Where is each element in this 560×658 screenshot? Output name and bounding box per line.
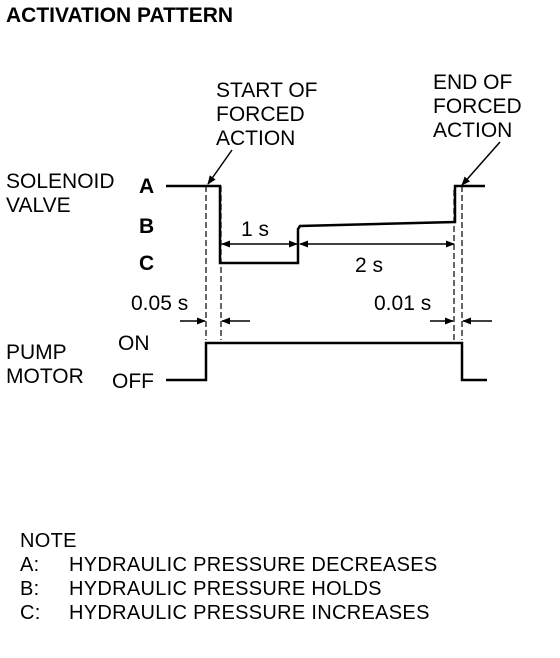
level-b-label: B bbox=[139, 215, 154, 238]
end-callout-line-1: END OF bbox=[433, 71, 512, 94]
duration-1s-dimension: 1 s bbox=[221, 218, 298, 248]
solenoid-valve-waveform bbox=[166, 184, 485, 265]
delay-start-label: 0.05 s bbox=[131, 292, 188, 315]
timing-guide-lines bbox=[205, 186, 463, 340]
delay-start-dimension: 0.05 s bbox=[131, 292, 250, 325]
note-item-a-text: HYDRAULIC PRESSURE DECREASES bbox=[69, 554, 438, 576]
diagram-title: ACTIVATION PATTERN bbox=[6, 4, 233, 27]
solenoid-valve-label-line-1: SOLENOID bbox=[6, 170, 115, 193]
duration-2s-label: 2 s bbox=[355, 254, 383, 277]
level-c-label: C bbox=[139, 252, 154, 275]
pump-motor-waveform bbox=[166, 341, 487, 382]
note-item-c-key: C: bbox=[20, 602, 41, 624]
note-item-a-key: A: bbox=[20, 554, 40, 576]
delay-end-label: 0.01 s bbox=[374, 292, 431, 315]
end-callout-line-3: ACTION bbox=[433, 119, 512, 142]
note-item-b-text: HYDRAULIC PRESSURE HOLDS bbox=[69, 578, 382, 600]
pump-on-label: ON bbox=[118, 332, 150, 355]
duration-1s-label: 1 s bbox=[241, 218, 269, 241]
note-title: NOTE bbox=[20, 530, 77, 552]
end-callout-leader-arrow bbox=[461, 141, 501, 186]
note-block: NOTE A: HYDRAULIC PRESSURE DECREASES B: … bbox=[20, 530, 438, 624]
pump-motor-label-line-2: MOTOR bbox=[6, 365, 84, 388]
solenoid-valve-label-line-2: VALVE bbox=[6, 194, 71, 217]
start-callout-line-1: START OF bbox=[216, 79, 318, 102]
pump-motor-label-line-1: PUMP bbox=[6, 341, 67, 364]
level-a-label: A bbox=[139, 175, 154, 198]
start-callout-line-2: FORCED bbox=[216, 103, 305, 126]
duration-2s-dimension: 2 s bbox=[299, 240, 455, 277]
note-item-c-text: HYDRAULIC PRESSURE INCREASES bbox=[69, 602, 430, 624]
end-of-forced-action-callout: END OF FORCED ACTION bbox=[433, 71, 522, 186]
note-item-b-key: B: bbox=[20, 578, 40, 600]
pump-off-label: OFF bbox=[112, 370, 154, 393]
end-callout-line-2: FORCED bbox=[433, 95, 522, 118]
delay-end-dimension: 0.01 s bbox=[374, 292, 492, 325]
start-callout-line-3: ACTION bbox=[216, 127, 295, 150]
start-callout-leader-arrow bbox=[207, 149, 233, 185]
start-of-forced-action-callout: START OF FORCED ACTION bbox=[207, 79, 318, 185]
